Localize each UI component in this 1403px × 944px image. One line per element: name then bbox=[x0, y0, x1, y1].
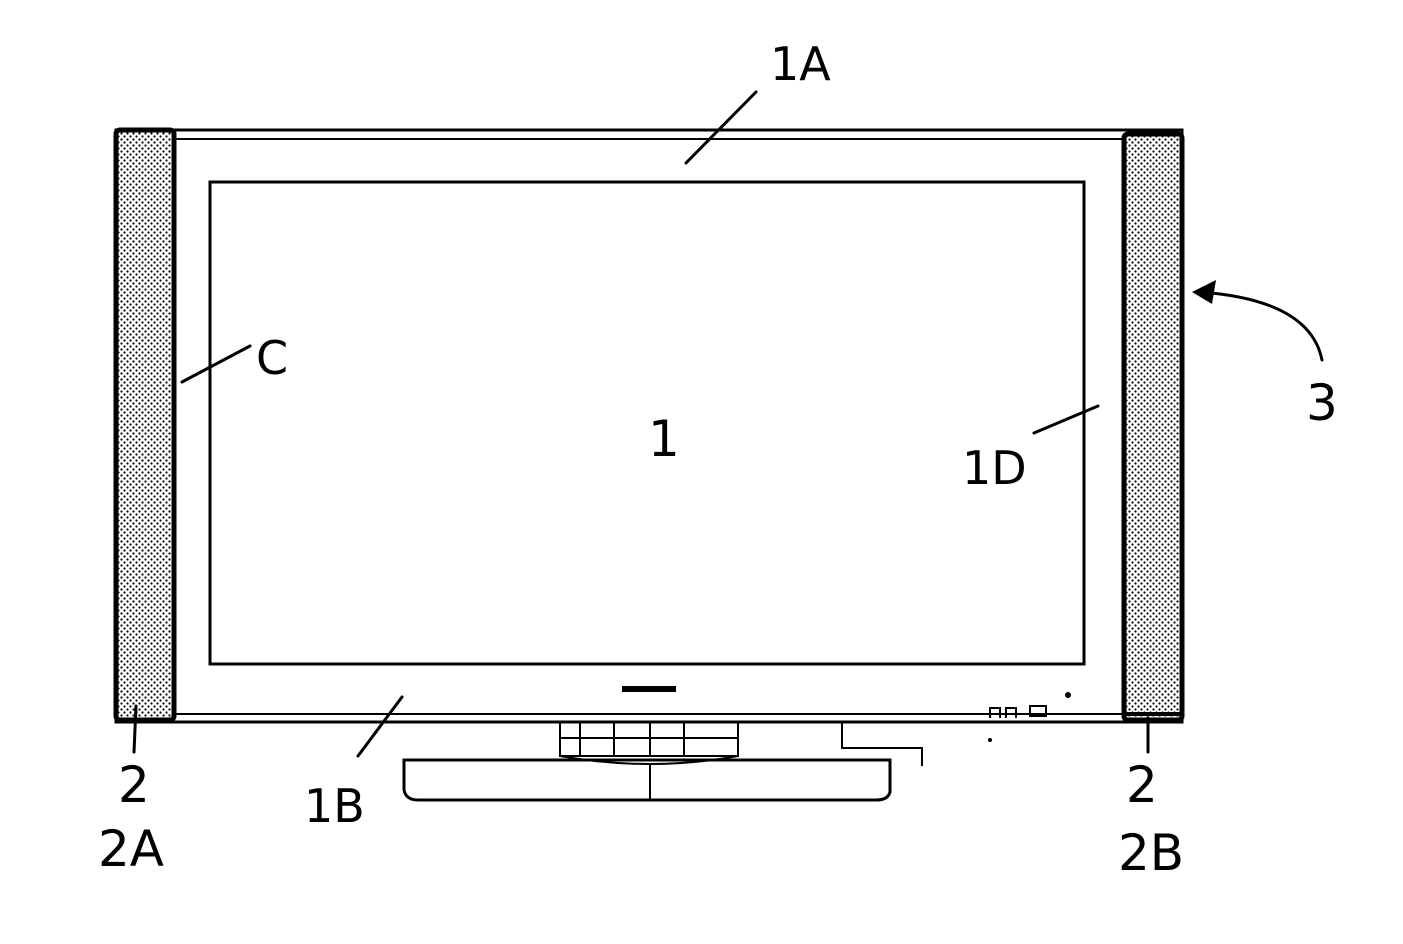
label-assembly: 3 bbox=[1306, 374, 1338, 432]
control-buttons bbox=[988, 692, 1071, 742]
leader-1b bbox=[356, 695, 404, 758]
tv-stand bbox=[402, 722, 923, 802]
right-speaker bbox=[1121, 131, 1185, 723]
leader-1d bbox=[1032, 404, 1100, 435]
label-right-speaker-num: 2 bbox=[1126, 756, 1158, 814]
label-top-bezel: 1A bbox=[770, 37, 831, 91]
label-side-bezel: 1D bbox=[962, 441, 1027, 495]
label-left-speaker-num: 2 bbox=[118, 756, 150, 814]
leader-c bbox=[180, 344, 252, 384]
leader-1a bbox=[684, 90, 758, 165]
leader-2a bbox=[132, 704, 138, 754]
label-left-speaker-sub: 2A bbox=[98, 820, 164, 878]
brand-logo bbox=[622, 686, 676, 692]
label-bottom-bezel: 1B bbox=[304, 779, 365, 833]
label-connection: C bbox=[256, 331, 288, 385]
label-screen: 1 bbox=[648, 410, 680, 468]
display-screen bbox=[208, 180, 1086, 666]
left-speaker bbox=[113, 127, 177, 723]
label-right-speaker-sub: 2B bbox=[1118, 824, 1184, 882]
arrow-3 bbox=[1192, 280, 1324, 362]
